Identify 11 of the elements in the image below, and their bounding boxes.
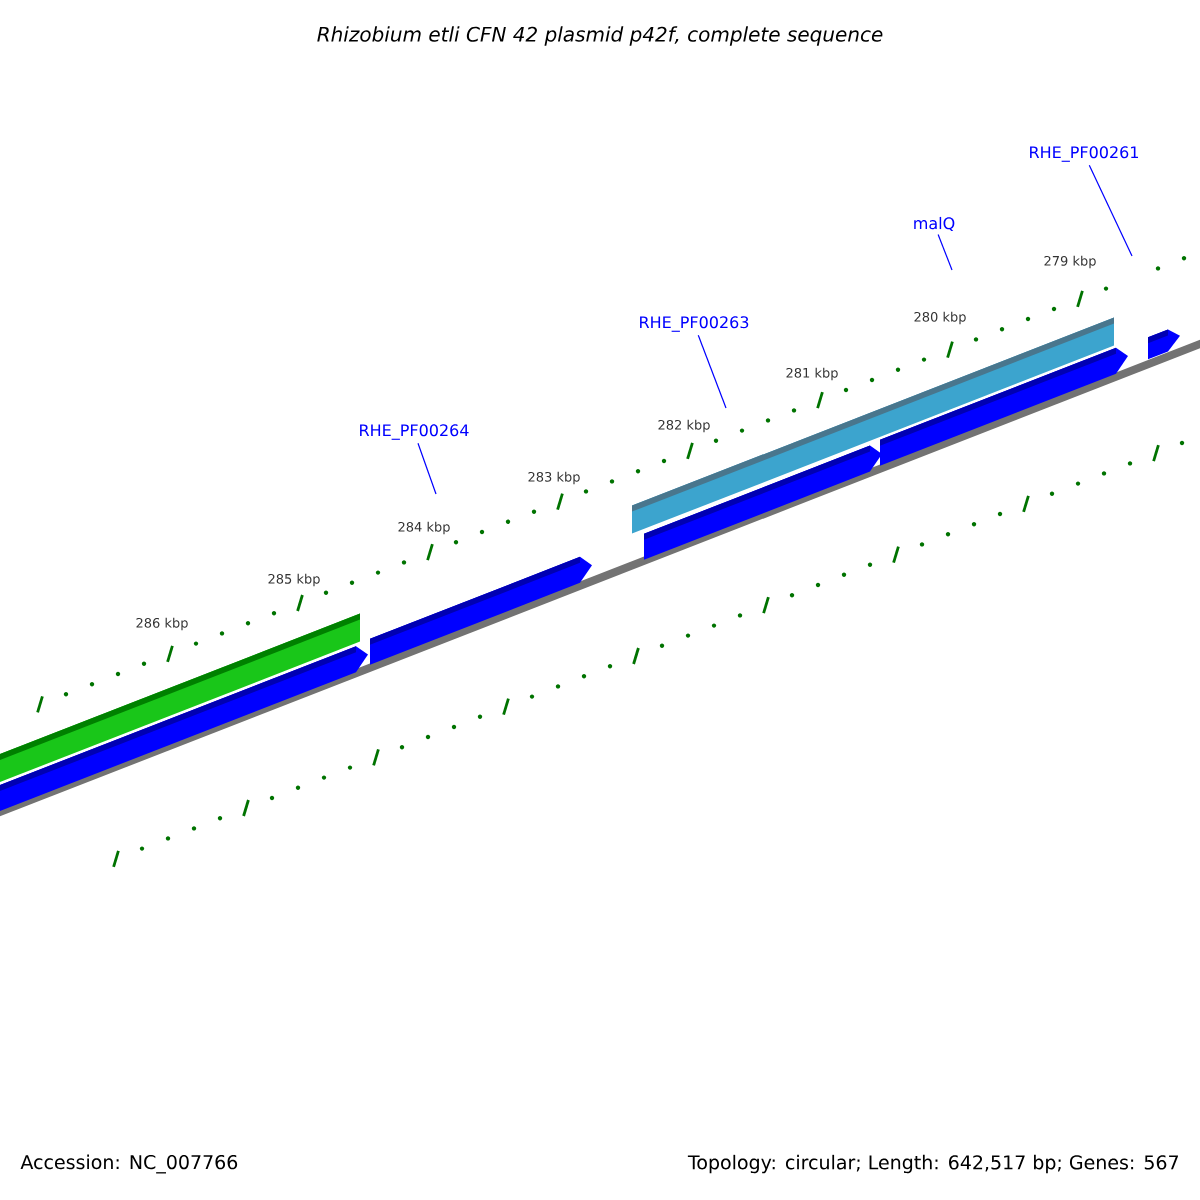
leader-line [1088, 164, 1133, 257]
title: Rhizobium etli CFN 42 plasmid p42f, complete sequence [317, 26, 883, 46]
summary-text: Topology: circular; Length: 642,517 bp; Genes: 567 [687, 1154, 1178, 1174]
gene-label: RHE_PF00263 [640, 316, 749, 332]
gene-label: malQ [914, 216, 955, 232]
leader-line [417, 442, 437, 495]
gene-label: RHE_PF00261 [1030, 146, 1138, 162]
leader-line [937, 233, 953, 271]
leader-line [697, 334, 727, 409]
accession-text: Accession: NC_007766 [20, 1154, 238, 1174]
gene-label: RHE_PF00264 [360, 424, 469, 440]
